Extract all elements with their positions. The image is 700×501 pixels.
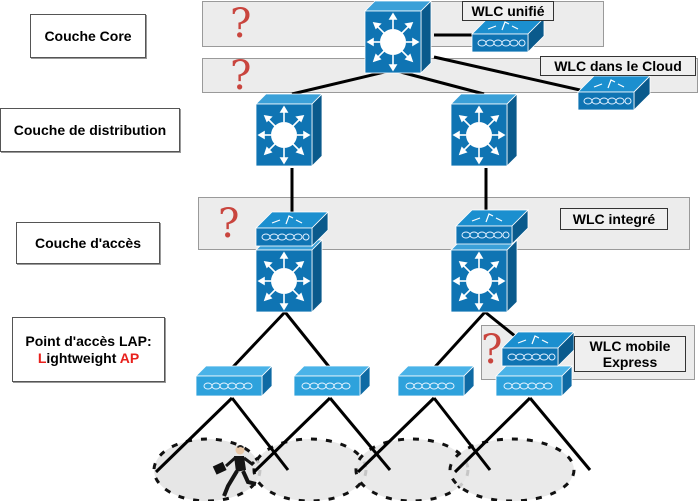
wlc-integrated-device-right bbox=[455, 209, 529, 245]
layer-label-ap: Point d'accès LAP: Lightweight AP bbox=[12, 317, 165, 382]
link-core-wlc-cloud bbox=[433, 55, 581, 92]
wlc-cloud-label-text: WLC dans le Cloud bbox=[554, 58, 682, 74]
link-core-dist-right bbox=[392, 68, 485, 96]
wlc-integrated-label: WLC integré bbox=[560, 208, 668, 230]
wlc-cloud-label: WLC dans le Cloud bbox=[540, 56, 696, 76]
access-point-3 bbox=[397, 365, 475, 397]
wlc-cloud-device bbox=[577, 75, 651, 111]
coverage-cell-4 bbox=[448, 437, 576, 501]
wlc-unified-label-text: WLC unifié bbox=[471, 3, 545, 19]
coverage-areas bbox=[152, 437, 576, 501]
access-switch-right bbox=[450, 239, 518, 313]
layer-label-distribution-text: Couche de distribution bbox=[13, 121, 167, 138]
link-access-ap2 bbox=[283, 311, 332, 369]
wlc-unified-device bbox=[471, 17, 545, 53]
lightweight-AP: AP bbox=[119, 349, 140, 366]
distribution-switch-left bbox=[255, 93, 323, 167]
question-mark-mobile: ? bbox=[481, 327, 503, 373]
wlc-mobile-label-line1: WLC mobile bbox=[589, 338, 671, 354]
layer-label-core-text: Couche Core bbox=[44, 27, 132, 44]
lightweight-L: L bbox=[37, 349, 47, 366]
links bbox=[154, 33, 592, 474]
wlc-mobile-express-device bbox=[501, 331, 575, 367]
distribution-switch-right bbox=[450, 93, 518, 167]
link-access-ap3 bbox=[432, 310, 487, 370]
core-switch bbox=[364, 0, 432, 74]
layer-label-access: Couche d'accès bbox=[16, 222, 160, 264]
lightweight-word: ightweight bbox=[46, 349, 120, 366]
question-mark-core: ? bbox=[230, 1, 252, 47]
wlc-integrated-device-left bbox=[255, 211, 329, 247]
wlc-integrated-label-text: WLC integré bbox=[572, 211, 656, 227]
layer-label-access-text: Couche d'accès bbox=[34, 234, 142, 251]
access-point-4 bbox=[495, 365, 573, 397]
link-core-dist-left bbox=[291, 68, 394, 96]
wlc-mobile-label-line2: Express bbox=[602, 354, 658, 370]
wlc-unified-label: WLC unifié bbox=[462, 1, 554, 21]
wlc-mobile-express-label: WLC mobile Express bbox=[574, 336, 686, 372]
link-access-ap1 bbox=[230, 310, 287, 370]
layer-label-core: Couche Core bbox=[30, 14, 146, 58]
question-mark-cloud: ? bbox=[230, 53, 252, 99]
layer-label-ap-line2: Lightweight AP bbox=[38, 350, 139, 367]
access-point-1 bbox=[195, 365, 273, 397]
mobile-user-icon bbox=[212, 445, 257, 497]
layer-label-distribution: Couche de distribution bbox=[0, 108, 180, 152]
question-mark-access: ? bbox=[218, 201, 240, 247]
layer-label-ap-line1: Point d'accès LAP: bbox=[25, 332, 152, 349]
access-point-2 bbox=[293, 365, 371, 397]
access-switch-left bbox=[255, 239, 323, 313]
